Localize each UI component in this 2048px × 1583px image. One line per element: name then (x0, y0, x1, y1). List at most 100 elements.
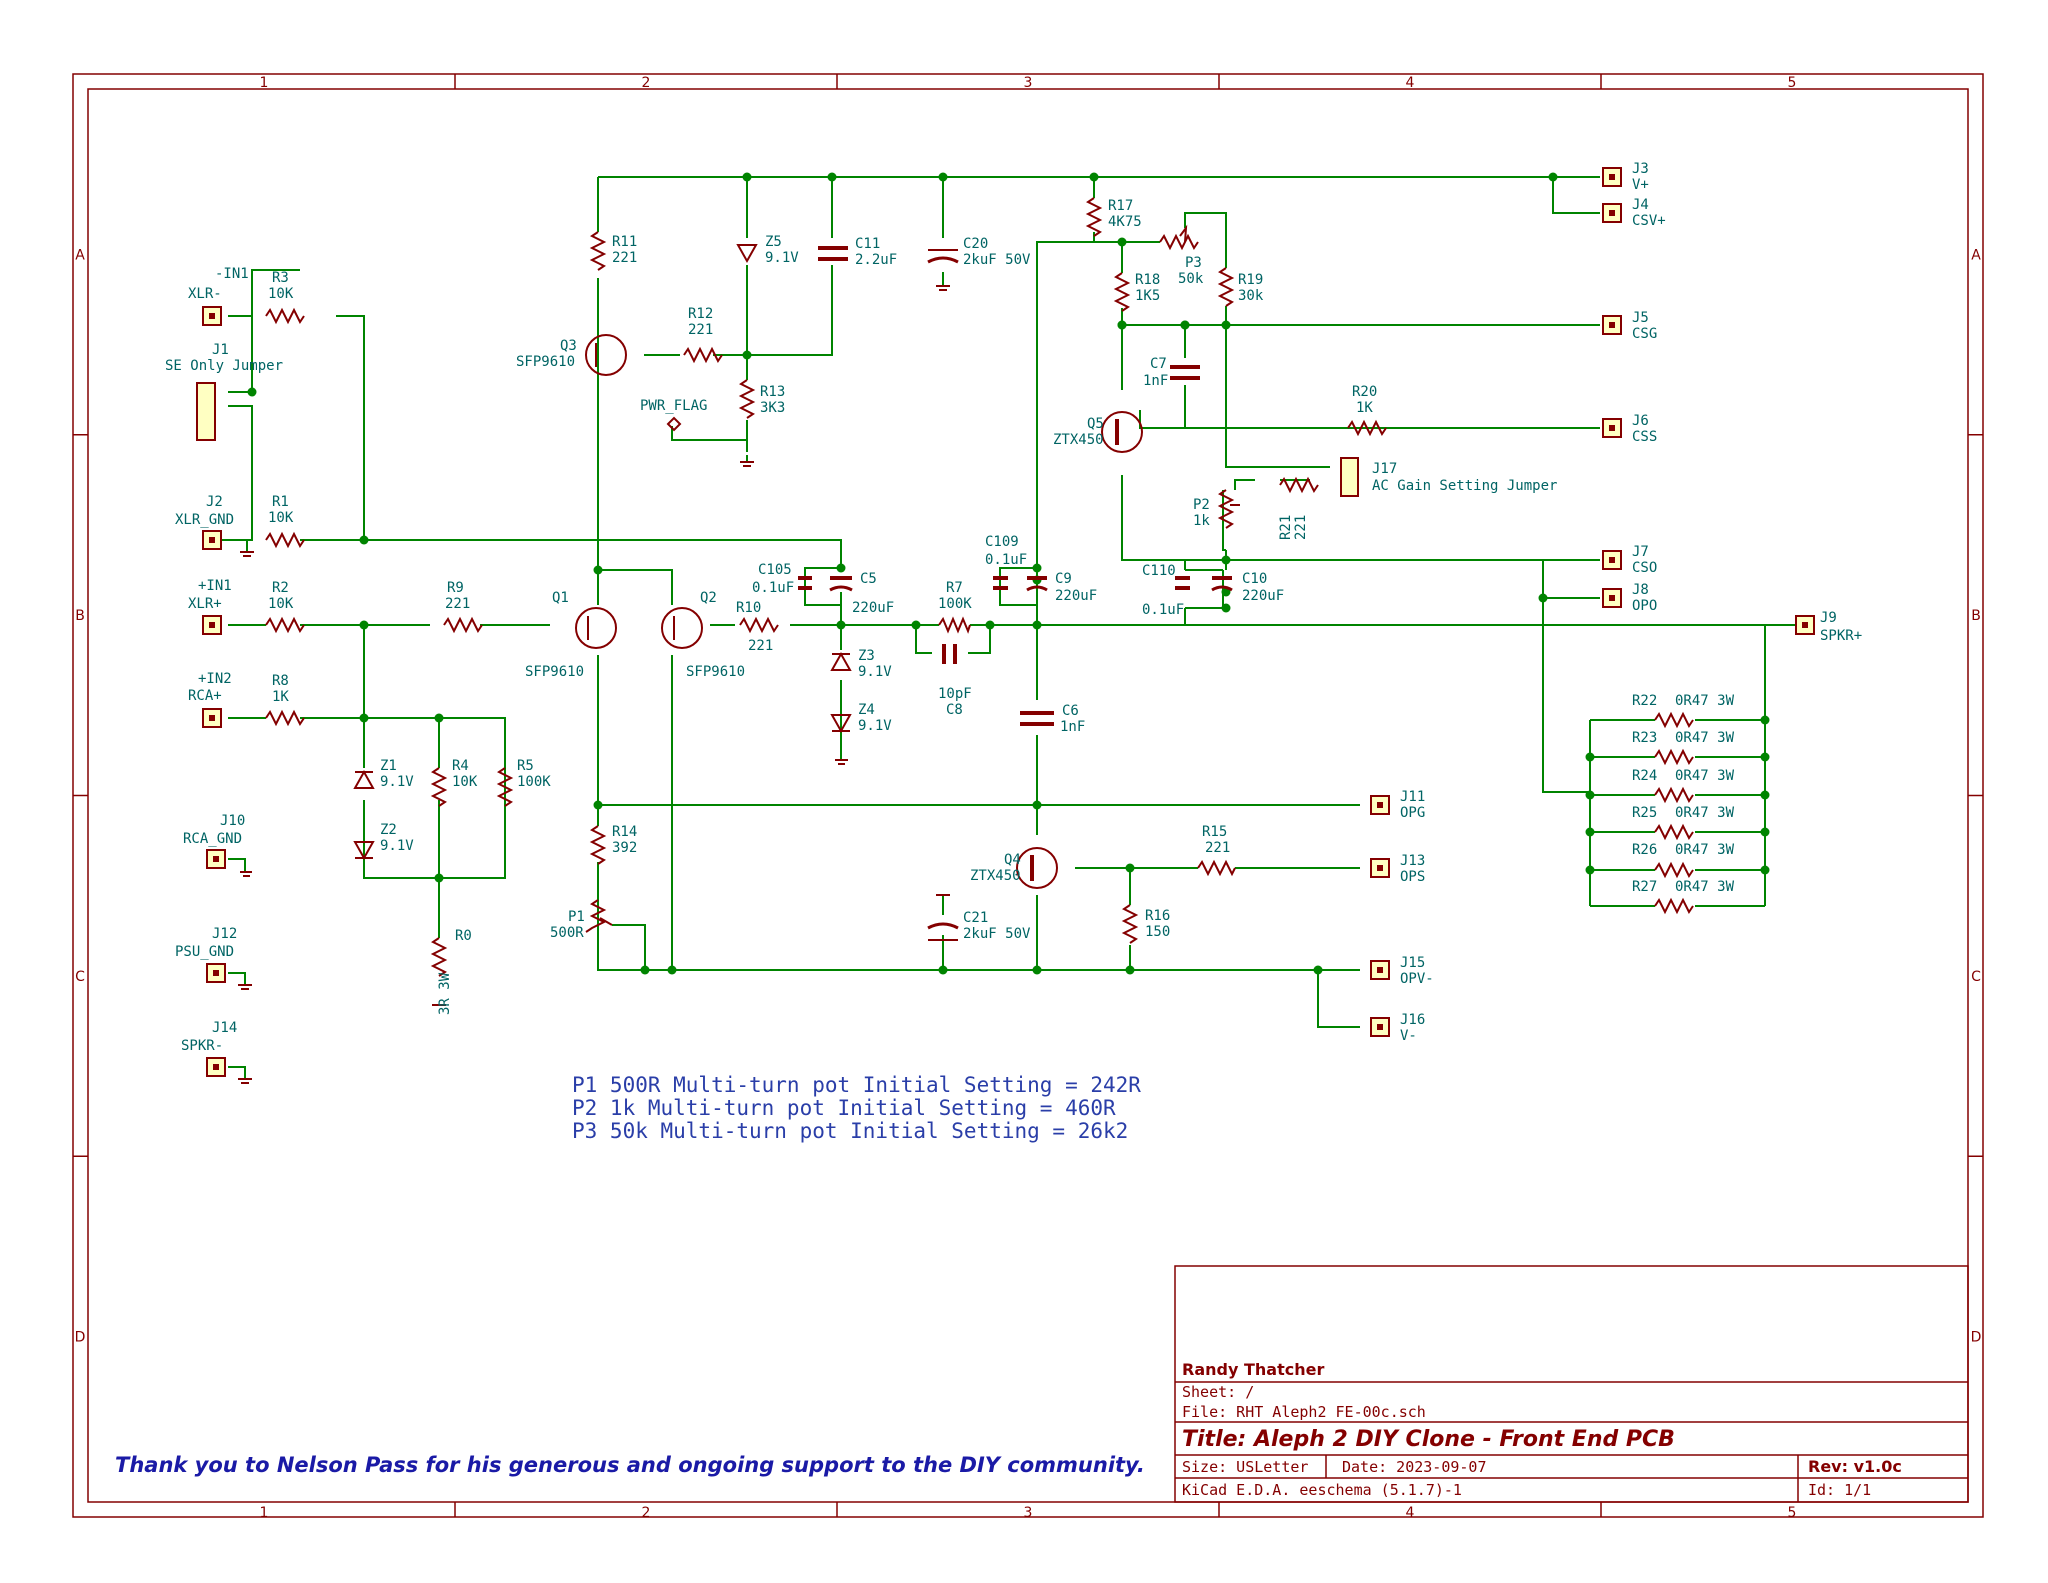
r9-value-label: 221 (445, 596, 470, 612)
r3-value-label: 10K (268, 286, 294, 302)
thanks-note: Thank you to Nelson Pass for his generou… (115, 1453, 1145, 1477)
frame-col-3: 3 (1024, 75, 1033, 91)
pwrflag-ref-label: PWR_FLAG (640, 398, 707, 414)
p1-value-label: 500R (550, 925, 584, 941)
r4-value-label: 10K (452, 774, 478, 790)
frame-row-B: B (75, 608, 85, 624)
r25-value-label: 0R47 3W (1675, 805, 1735, 821)
j17-ref-label: J17 (1372, 461, 1397, 477)
c7-value-label: 1nF (1143, 373, 1168, 389)
frame-col-1: 1 (260, 75, 269, 91)
r24-value-label: 0R47 3W (1675, 768, 1735, 784)
r7-ref-label: R7 (946, 580, 963, 596)
note-p1: P1 500R Multi-turn pot Initial Setting =… (572, 1073, 1141, 1097)
r8-ref-label: R8 (272, 673, 289, 689)
c5-ref-label: C5 (860, 571, 877, 587)
j11-value-label: OPG (1400, 805, 1425, 821)
tb-file: File: RHT Aleph2 FE-00c.sch (1182, 1403, 1426, 1421)
j15-ref-label: J15 (1400, 955, 1425, 971)
r21-value-label: 221 (1293, 515, 1309, 540)
r14-ref-label: R14 (612, 824, 637, 840)
z3-value-label: 9.1V (858, 664, 892, 680)
note-p2: P2 1k Multi-turn pot Initial Setting = 4… (572, 1096, 1116, 1120)
j9-value-label: SPKR+ (1820, 628, 1862, 644)
c7-ref-label: C7 (1150, 356, 1167, 372)
c9-value-label: 220uF (1055, 588, 1097, 604)
frame-col-4: 4 (1406, 75, 1415, 91)
frame-row-D: D (1971, 1330, 1982, 1346)
r16-ref-label: R16 (1145, 908, 1170, 924)
frame-row-A: A (1971, 247, 1981, 263)
z4-value-label: 9.1V (858, 718, 892, 734)
j12-ref-label: J12 (212, 926, 237, 942)
r14-value-label: 392 (612, 840, 637, 856)
p2-value-label: 1k (1193, 513, 1210, 529)
r10-ref-label: R10 (736, 600, 761, 616)
z2-ref-label: Z2 (380, 822, 397, 838)
r18-value-label: 1K5 (1135, 288, 1160, 304)
r19-ref-label: R19 (1238, 272, 1263, 288)
r19-value-label: 30k (1238, 288, 1264, 304)
frame-col-2: 2 (642, 75, 651, 91)
components (196, 167, 1815, 1084)
j4-ref-label: J4 (1632, 197, 1649, 213)
j6-ref-label: J6 (1632, 413, 1649, 429)
j14-ref-label: J14 (212, 1020, 237, 1036)
xlr_minus-name-label: XLR- (188, 286, 222, 302)
frame-col-4: 4 (1406, 1505, 1415, 1521)
c109-value-label: 0.1uF (985, 552, 1027, 568)
r0-value-label: 3R 3W (437, 972, 453, 1015)
r1-ref-label: R1 (272, 494, 289, 510)
tb-id: Id: 1/1 (1808, 1481, 1871, 1499)
j17-value-label: AC Gain Setting Jumper (1372, 478, 1557, 494)
tb-sheet: Sheet: / (1182, 1383, 1254, 1401)
z2-value-label: 9.1V (380, 838, 414, 854)
frame-col-2: 2 (642, 1505, 651, 1521)
r15-value-label: 221 (1205, 840, 1230, 856)
j2-value-label: XLR_GND (175, 512, 234, 528)
notes-block: P1 500R Multi-turn pot Initial Setting =… (572, 1073, 1141, 1143)
j3-value-label: V+ (1632, 177, 1649, 193)
c105-value-label: 0.1uF (752, 580, 794, 596)
frame-col-1: 1 (260, 1505, 269, 1521)
p1-ref-label: P1 (568, 909, 585, 925)
j6-value-label: CSS (1632, 429, 1657, 445)
p2-ref-label: P2 (1193, 497, 1210, 513)
r23-ref-label: R23 (1632, 730, 1657, 746)
j2-ref-label: J2 (206, 494, 223, 510)
j12-value-label: PSU_GND (175, 944, 234, 960)
z5-ref-label: Z5 (765, 234, 782, 250)
p3-ref-label: P3 (1185, 255, 1202, 271)
r16-value-label: 150 (1145, 924, 1170, 940)
r13-value-label: 3K3 (760, 400, 785, 416)
r12-value-label: 221 (688, 322, 713, 338)
frame-col-3: 3 (1024, 1505, 1033, 1521)
r8-value-label: 1K (272, 689, 289, 705)
note-p3: P3 50k Multi-turn pot Initial Setting = … (572, 1119, 1128, 1143)
q4-ref-label: Q4 (1004, 852, 1021, 868)
r9-ref-label: R9 (447, 580, 464, 596)
r26-ref-label: R26 (1632, 842, 1657, 858)
frame-row-D: D (75, 1330, 86, 1346)
q3-value-label: SFP9610 (516, 354, 575, 370)
r11-value-label: 221 (612, 250, 637, 266)
q1-ref-label: Q1 (552, 590, 569, 606)
r3-ref-label: R3 (272, 270, 289, 286)
r7-value-label: 100K (938, 596, 972, 612)
r15-ref-label: R15 (1202, 824, 1227, 840)
j10-ref-label: J10 (220, 813, 245, 829)
c6-ref-label: C6 (1062, 703, 1079, 719)
c8-ref-label: C8 (946, 702, 963, 718)
r27-ref-label: R27 (1632, 879, 1657, 895)
r2-ref-label: R2 (272, 580, 289, 596)
r20-ref-label: R20 (1352, 384, 1377, 400)
z4-ref-label: Z4 (858, 702, 875, 718)
q1-value-label: SFP9610 (525, 664, 584, 680)
r24-ref-label: R24 (1632, 768, 1657, 784)
q5-ref-label: Q5 (1087, 416, 1104, 432)
j13-value-label: OPS (1400, 869, 1425, 885)
j1-value-label: SE Only Jumper (165, 358, 283, 374)
r20-value-label: 1K (1356, 400, 1373, 416)
j5-ref-label: J5 (1632, 310, 1649, 326)
c10-value-label: 220uF (1242, 588, 1284, 604)
